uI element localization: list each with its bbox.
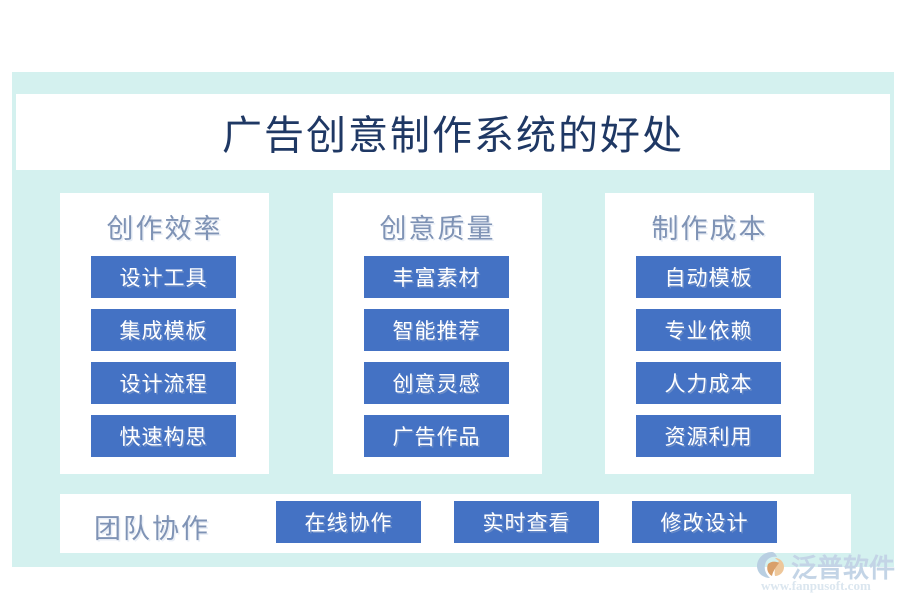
- footer-card-team-collaboration: 团队协作 在线协作 实时查看 修改设计: [60, 494, 851, 553]
- item-chip-label: 创意灵感: [392, 372, 481, 396]
- item-chip-label: 快速构思: [119, 425, 208, 449]
- item-chip[interactable]: 资源利用: [636, 415, 781, 457]
- category-card-creation-efficiency: 创作效率 设计工具 集成模板 设计流程 快速构思: [60, 193, 269, 474]
- category-card-creative-quality: 创意质量 丰富素材 智能推荐 创意灵感 广告作品: [333, 193, 542, 474]
- footer-item-chip-label: 实时查看: [482, 511, 571, 535]
- item-chip[interactable]: 快速构思: [91, 415, 236, 457]
- category-item-list: 设计工具 集成模板 设计流程 快速构思: [91, 256, 236, 468]
- watermark: 泛普软件 www.fanpusoft.com: [753, 548, 895, 594]
- category-item-list: 自动模板 专业依赖 人力成本 资源利用: [636, 256, 781, 468]
- item-chip[interactable]: 自动模板: [636, 256, 781, 298]
- watermark-url: www.fanpusoft.com: [761, 578, 871, 593]
- item-chip[interactable]: 专业依赖: [636, 309, 781, 351]
- item-chip-label: 专业依赖: [664, 319, 753, 343]
- watermark-brand: 泛普软件: [791, 553, 896, 583]
- item-chip[interactable]: 集成模板: [91, 309, 236, 351]
- item-chip[interactable]: 智能推荐: [364, 309, 509, 351]
- item-chip[interactable]: 人力成本: [636, 362, 781, 404]
- item-chip-label: 自动模板: [664, 266, 753, 290]
- item-chip-label: 资源利用: [664, 425, 753, 449]
- category-item-list: 丰富素材 智能推荐 创意灵感 广告作品: [364, 256, 509, 468]
- item-chip-label: 集成模板: [119, 319, 208, 343]
- item-chip[interactable]: 设计工具: [91, 256, 236, 298]
- footer-item-chip-label: 在线协作: [304, 511, 393, 535]
- footer-heading: 团队协作: [94, 514, 210, 544]
- title-band: 广告创意制作系统的好处: [16, 94, 890, 170]
- category-heading: 制作成本: [651, 214, 768, 244]
- item-chip[interactable]: 创意灵感: [364, 362, 509, 404]
- item-chip-label: 广告作品: [392, 425, 481, 449]
- fanpu-swirl-logo-icon: [757, 552, 784, 578]
- item-chip-label: 人力成本: [664, 372, 753, 396]
- footer-item-chip[interactable]: 修改设计: [632, 501, 777, 543]
- category-heading: 创作效率: [106, 214, 223, 244]
- footer-item-chip[interactable]: 实时查看: [454, 501, 599, 543]
- footer-item-chip[interactable]: 在线协作: [276, 501, 421, 543]
- item-chip-label: 丰富素材: [392, 266, 481, 290]
- item-chip-label: 智能推荐: [392, 319, 481, 343]
- category-heading: 创意质量: [379, 214, 496, 244]
- footer-item-chip-label: 修改设计: [660, 511, 749, 535]
- item-chip-label: 设计流程: [119, 372, 208, 396]
- item-chip[interactable]: 广告作品: [364, 415, 509, 457]
- page-title: 广告创意制作系统的好处: [222, 113, 684, 158]
- item-chip[interactable]: 设计流程: [91, 362, 236, 404]
- item-chip[interactable]: 丰富素材: [364, 256, 509, 298]
- category-card-production-cost: 制作成本 自动模板 专业依赖 人力成本 资源利用: [605, 193, 814, 474]
- item-chip-label: 设计工具: [119, 266, 208, 290]
